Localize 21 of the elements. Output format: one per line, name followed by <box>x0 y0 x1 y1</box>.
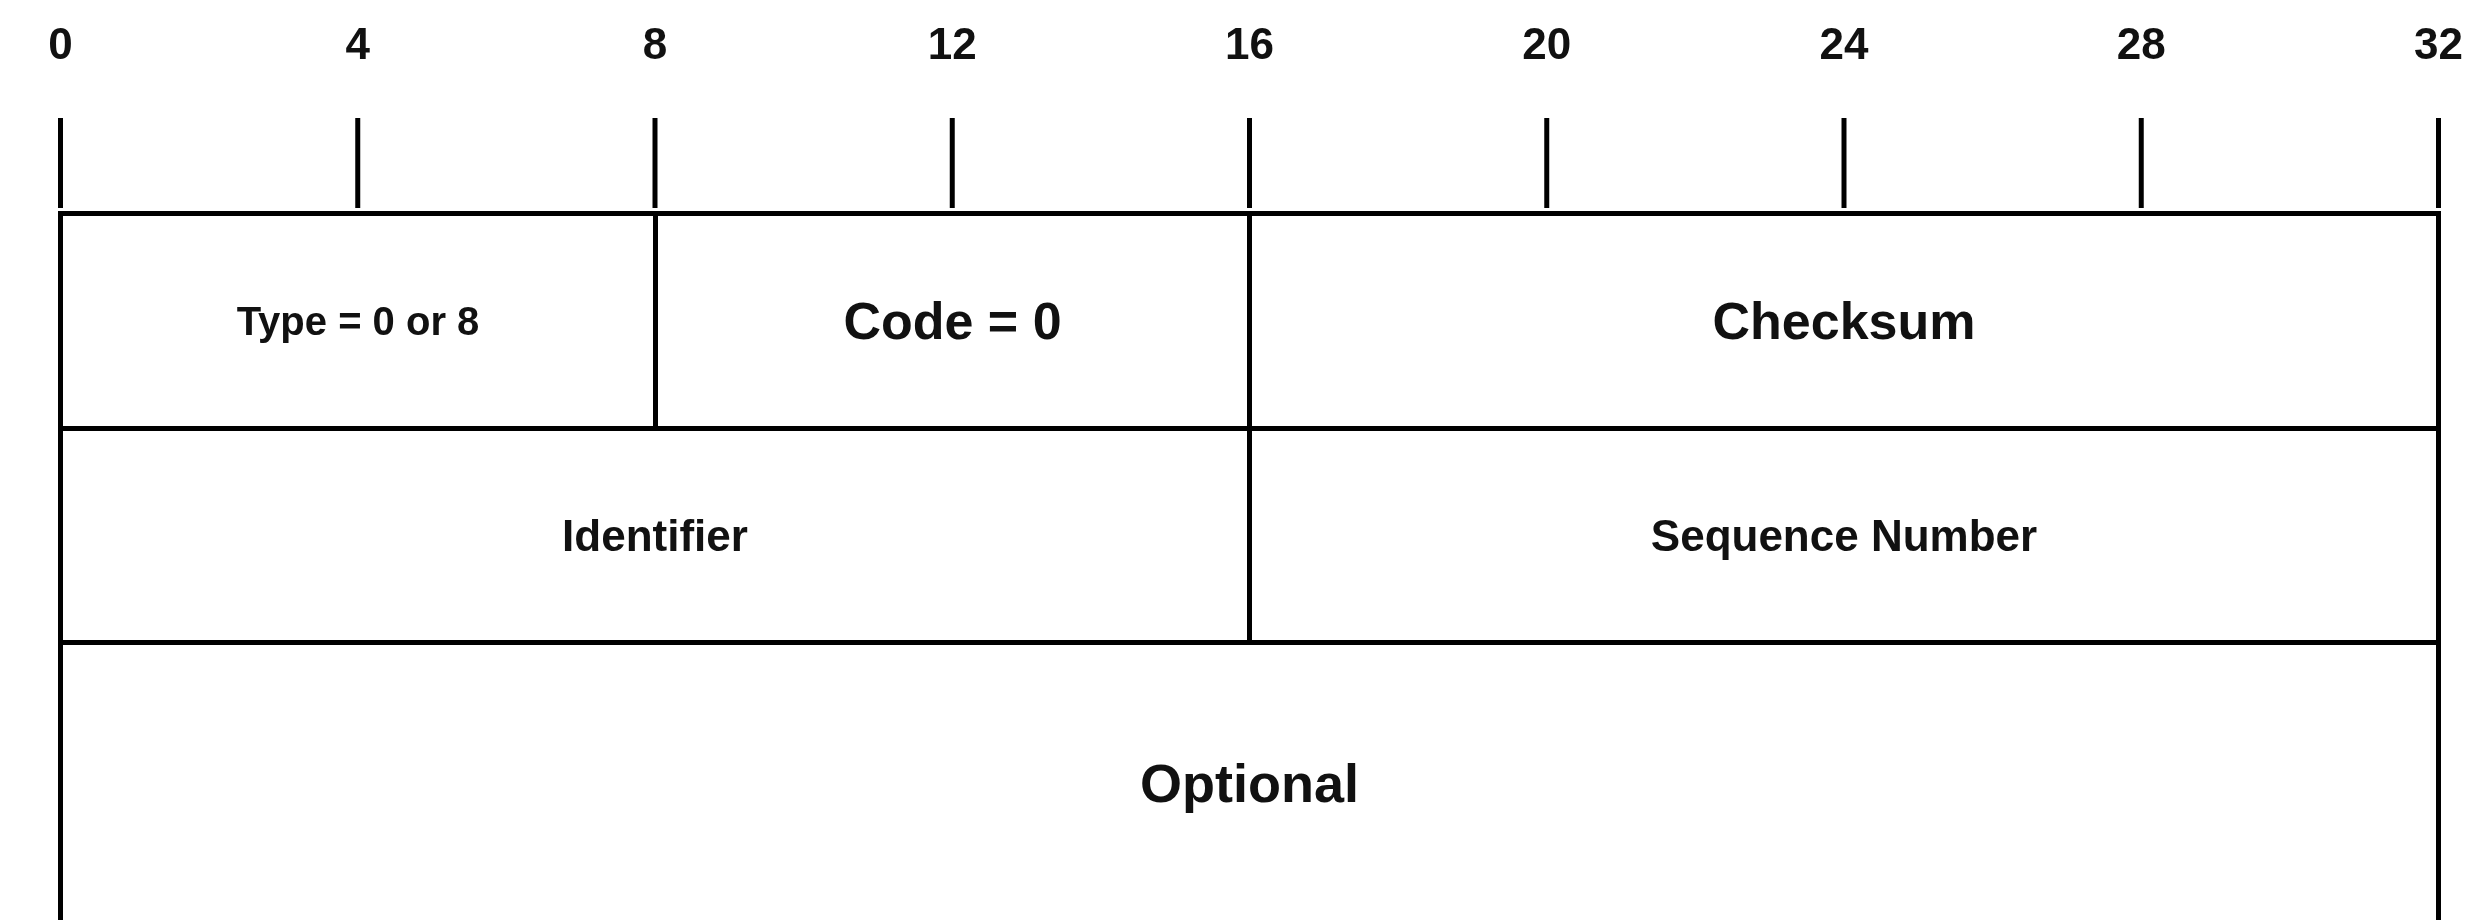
bit-number: 0 <box>48 22 73 66</box>
field-name: Identifier <box>562 510 748 561</box>
field-name: Sequence Number <box>1650 510 2038 561</box>
bit-number: 16 <box>1225 22 1274 66</box>
header-field <box>58 211 653 426</box>
header-field <box>58 426 1247 640</box>
header-field <box>58 640 2441 920</box>
field-name: Checksum <box>1712 291 1976 351</box>
header-field <box>1247 211 2441 426</box>
bit-number: 12 <box>927 22 977 66</box>
bit-number: 24 <box>1819 22 1869 66</box>
field-name: Type = 0 or 8 <box>236 298 480 344</box>
bit-number: 4 <box>345 22 370 66</box>
field-name: Optional <box>1140 751 1359 814</box>
bit-number: 28 <box>2116 22 2166 66</box>
field-name: Code = 0 <box>843 291 1062 351</box>
bit-number: 20 <box>1522 22 1572 66</box>
header-field <box>653 211 1247 426</box>
bit-number: 32 <box>2414 22 2463 66</box>
bit-number: 8 <box>642 22 668 66</box>
header-field <box>1247 426 2441 640</box>
